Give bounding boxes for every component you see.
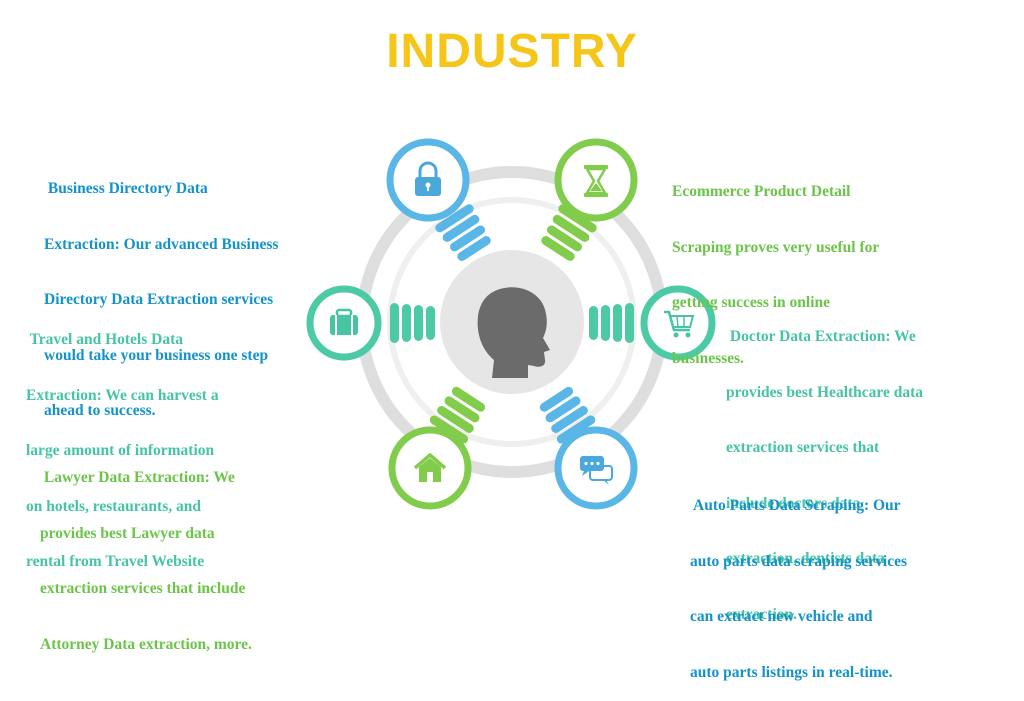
text-line: provides best Healthcare data bbox=[726, 383, 924, 401]
page-title: INDUSTRY bbox=[386, 25, 638, 78]
text-line: auto parts listings in real-time. bbox=[690, 663, 893, 681]
text-line: businesses. bbox=[672, 349, 744, 367]
text-line: extraction services that bbox=[726, 439, 880, 456]
connector-bottom-right bbox=[539, 386, 596, 444]
text-line: Ecommerce Product Detail bbox=[672, 183, 851, 200]
house-icon bbox=[413, 453, 447, 482]
text-line: on hotels, restaurants, and bbox=[26, 497, 201, 515]
text-line: Lawyer Data Extraction: We bbox=[40, 469, 235, 486]
hourglass-icon bbox=[584, 165, 608, 197]
text-line: extraction services that include bbox=[40, 580, 246, 597]
text-line: Directory Data Extraction services bbox=[44, 291, 274, 308]
connector-bottom-left bbox=[429, 386, 486, 444]
connector-left bbox=[390, 303, 435, 343]
text-line: Extraction: We can harvest a bbox=[26, 386, 219, 404]
text-line: extraction, dentists data bbox=[726, 550, 885, 567]
text-line: Scraping proves very useful for bbox=[672, 238, 880, 256]
text-line: provides best Lawyer data bbox=[40, 524, 215, 542]
text-line: Travel and Hotels Data bbox=[26, 331, 184, 348]
chat-bubbles-icon bbox=[580, 456, 613, 485]
text-line: Auto Parts Data Scraping: Our bbox=[690, 497, 901, 514]
industry-wheel-diagram bbox=[306, 138, 716, 510]
auto-parts-text: Auto Parts Data Scraping: Our auto parts… bbox=[690, 460, 907, 701]
text-line: can extract new vehicle and bbox=[690, 608, 873, 625]
shopping-cart-icon bbox=[664, 310, 695, 338]
text-line: auto parts data scraping services bbox=[690, 552, 907, 570]
connector-top-right bbox=[541, 204, 597, 261]
text-line: Attorney Data extraction, more. bbox=[40, 635, 252, 653]
lock-icon bbox=[415, 161, 441, 196]
text-line: would take your business one step bbox=[44, 346, 269, 364]
ecommerce-text: Ecommerce Product Detail Scraping proves… bbox=[672, 146, 879, 387]
business-directory-text: Business Directory Data Extraction: Our … bbox=[44, 143, 278, 439]
text-line: ahead to success. bbox=[44, 402, 156, 419]
node-doctor bbox=[640, 285, 716, 361]
connector-right bbox=[589, 303, 634, 343]
connector-top-left bbox=[435, 204, 491, 261]
lawyer-text: Lawyer Data Extraction: We provides best… bbox=[40, 432, 252, 673]
text-line: large amount of information bbox=[26, 442, 215, 459]
node-auto-parts bbox=[554, 426, 638, 510]
text-line: getting success in online bbox=[672, 294, 831, 311]
briefcase-icon bbox=[330, 308, 358, 335]
node-business-directory bbox=[386, 138, 470, 222]
head-icon bbox=[477, 287, 550, 378]
node-lawyer bbox=[388, 426, 472, 510]
travel-hotels-text: Travel and Hotels Data Extraction: We ca… bbox=[26, 294, 219, 590]
node-travel-hotels bbox=[306, 285, 382, 361]
text-line: rental from Travel Website bbox=[26, 553, 205, 570]
text-line: Business Directory Data bbox=[44, 180, 208, 197]
text-line: Extraction: Our advanced Business bbox=[44, 235, 279, 253]
text-line: include doctors data bbox=[726, 494, 861, 512]
text-line: Doctor Data Extraction: We bbox=[726, 328, 916, 345]
node-ecommerce bbox=[554, 138, 638, 222]
doctor-text: Doctor Data Extraction: We provides best… bbox=[726, 291, 923, 643]
